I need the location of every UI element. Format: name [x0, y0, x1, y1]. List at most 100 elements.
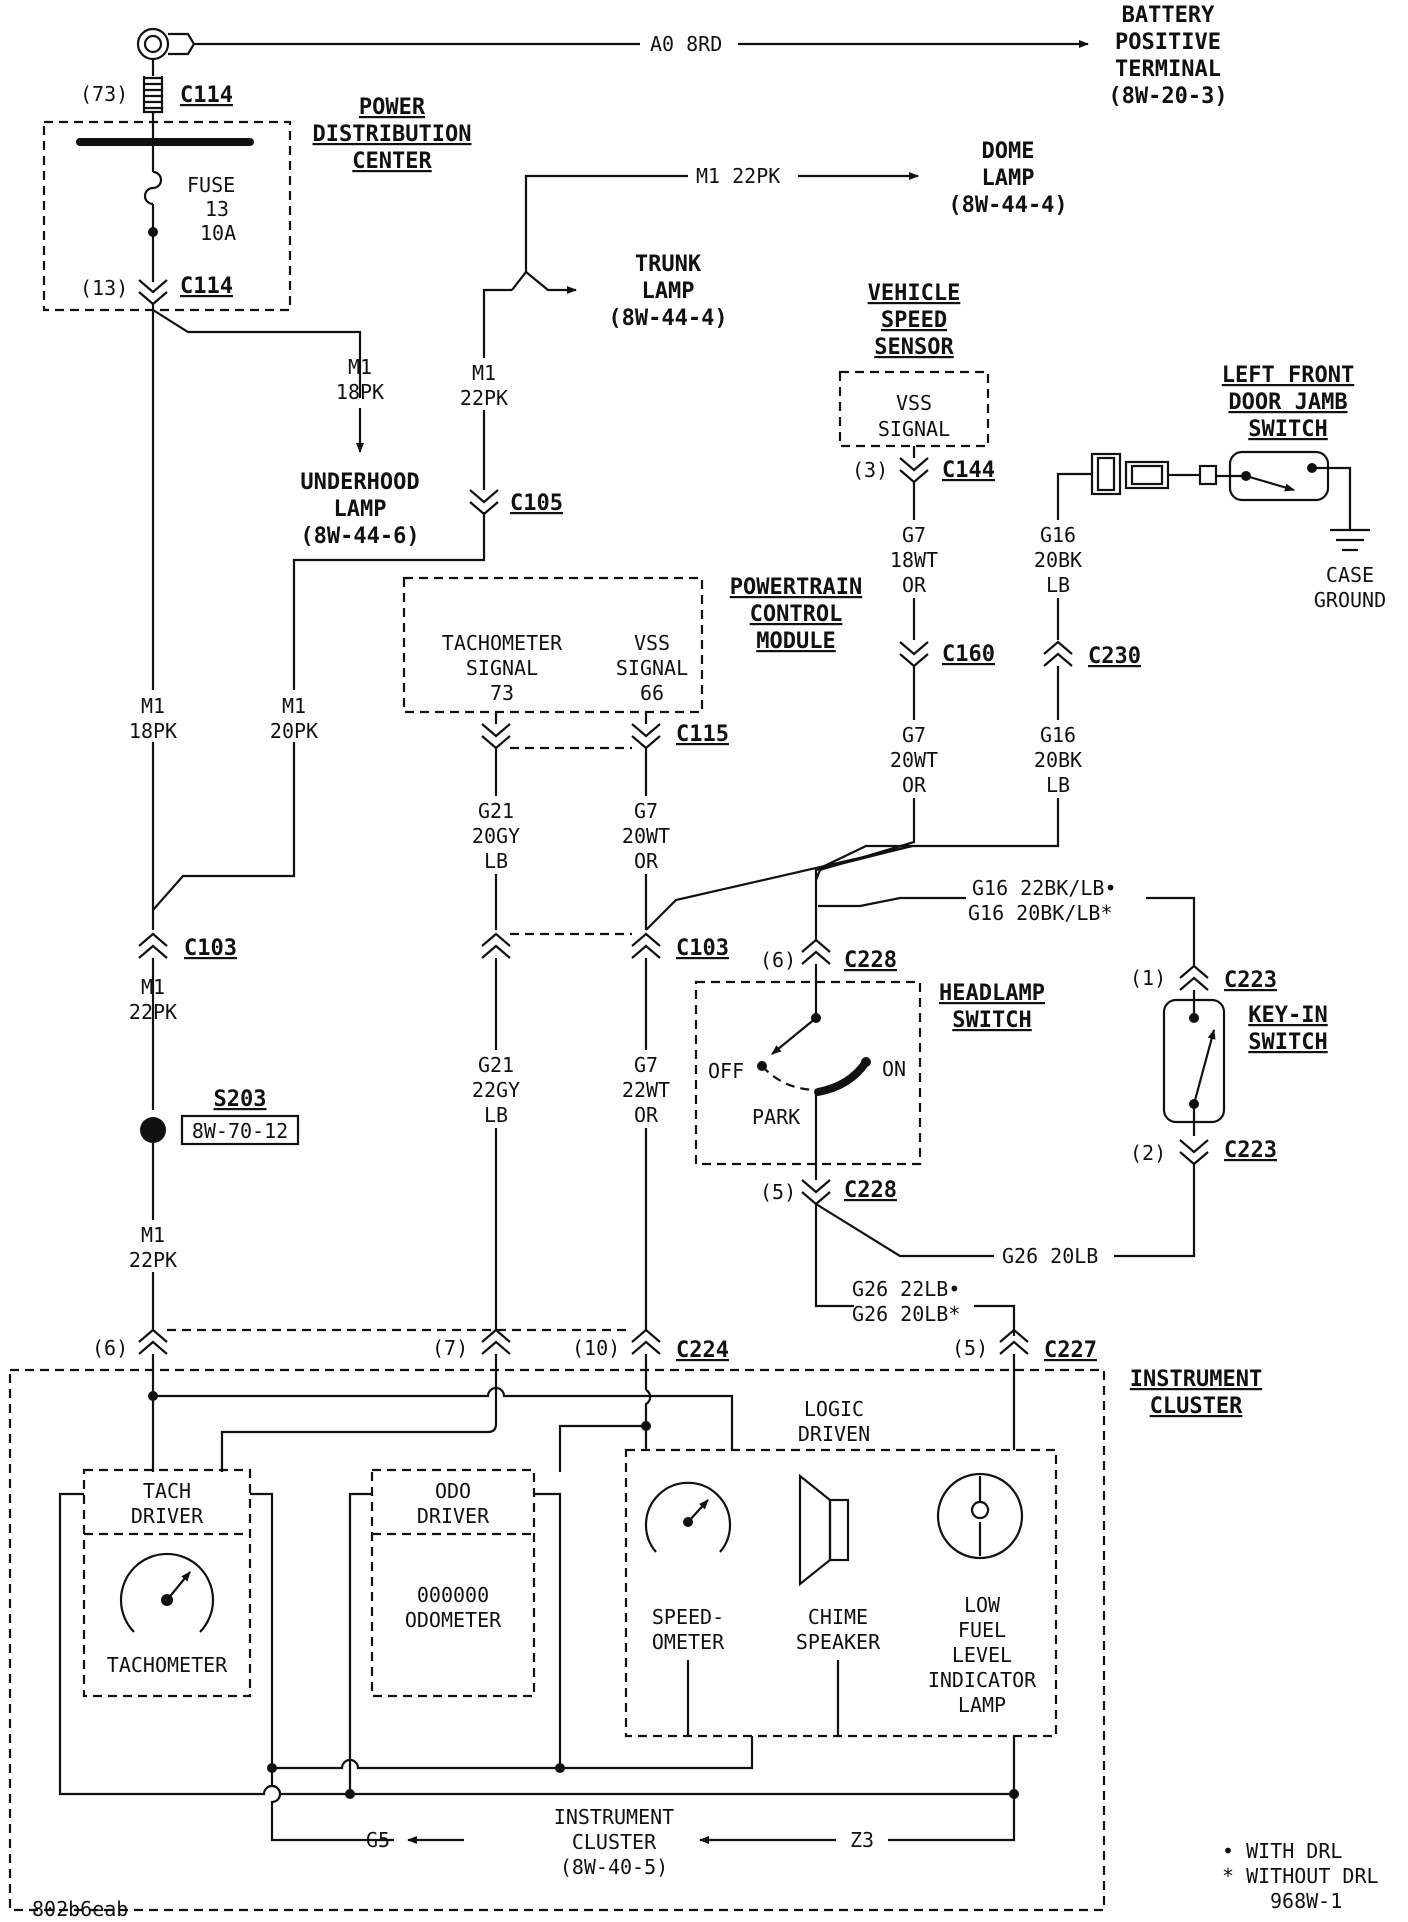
c105-label: C105	[510, 491, 563, 516]
svg-text:G7: G7	[902, 723, 926, 747]
svg-text:UNDERHOOD: UNDERHOOD	[300, 470, 419, 495]
case-ground-wire	[1312, 466, 1352, 530]
c228-bottom-connector-icon	[801, 1179, 831, 1206]
svg-text:20WT: 20WT	[890, 748, 938, 772]
svg-text:DRIVEN: DRIVEN	[798, 1422, 870, 1446]
g16-label-lower: G16 20BK LB	[1024, 720, 1092, 798]
svg-text:13: 13	[205, 197, 229, 221]
c224-pin10-connector-icon	[631, 1328, 661, 1355]
svg-text:LAMP: LAMP	[334, 497, 387, 522]
g26-20lb-wire-right	[1114, 1164, 1196, 1258]
svg-text:SIGNAL: SIGNAL	[616, 656, 688, 680]
svg-text:INSTRUMENT: INSTRUMENT	[1130, 1367, 1262, 1392]
c103-right-label: C103	[676, 936, 729, 961]
svg-text:CASE: CASE	[1326, 563, 1374, 587]
pcm-vss-signal-label: VSS SIGNAL 66	[616, 631, 688, 705]
c223-top-label: C223	[1224, 968, 1277, 993]
svg-text:DOME: DOME	[982, 139, 1035, 164]
odometer-label: 000000 ODOMETER	[405, 1583, 502, 1632]
svg-text:(8W-44-4): (8W-44-4)	[608, 306, 727, 331]
svg-text:• WITH DRL: • WITH DRL	[1222, 1839, 1342, 1863]
speedometer-label: SPEED- OMETER	[652, 1605, 725, 1654]
tach-driver-label: TACH DRIVER	[131, 1479, 204, 1528]
svg-text:G16 22BK/LB•: G16 22BK/LB•	[972, 876, 1117, 900]
svg-text:M1: M1	[141, 975, 165, 999]
svg-text:LEVEL: LEVEL	[952, 1643, 1012, 1667]
svg-text:CONTROL: CONTROL	[750, 602, 843, 627]
svg-text:DOOR JAMB: DOOR JAMB	[1228, 390, 1347, 415]
svg-text:22WT: 22WT	[622, 1078, 670, 1102]
c103-g7-connector-icon	[631, 932, 661, 959]
svg-text:G16: G16	[1040, 723, 1076, 747]
svg-text:18WT: 18WT	[890, 548, 938, 572]
svg-text:G7: G7	[902, 523, 926, 547]
image-code: 802b6eab	[32, 1897, 128, 1921]
c223-bottom-label: C223	[1224, 1138, 1277, 1163]
svg-text:DISTRIBUTION: DISTRIBUTION	[313, 122, 472, 147]
c224-pin7-connector-icon	[481, 1328, 511, 1355]
c223-bottom-pin: (2)	[1130, 1141, 1166, 1165]
underhood-label: UNDERHOOD LAMP (8W-44-6)	[300, 470, 419, 549]
c224-pin7: (7)	[432, 1336, 468, 1360]
trunk-arrow	[511, 270, 577, 294]
drl-legend: • WITH DRL * WITHOUT DRL 968W-1	[1222, 1839, 1379, 1913]
svg-text:TACHOMETER: TACHOMETER	[442, 631, 563, 655]
pcm-title: POWERTRAIN CONTROL MODULE	[730, 575, 862, 654]
c228-top-connector-icon	[801, 938, 831, 965]
svg-text:(8W-44-6): (8W-44-6)	[300, 524, 419, 549]
g7-22wt-label: G7 22WT OR	[612, 1050, 680, 1128]
svg-text:* WITHOUT DRL: * WITHOUT DRL	[1222, 1864, 1379, 1888]
c144-label: C144	[942, 458, 995, 483]
g26-alt-label: G26 22LB• G26 20LB*	[852, 1277, 960, 1326]
svg-text:18PK: 18PK	[336, 380, 384, 404]
c224-pin6-connector-icon	[138, 1328, 168, 1355]
svg-text:FUSE: FUSE	[187, 173, 235, 197]
dome-wire-label: M1 22PK	[696, 164, 780, 188]
door-jamb-title: LEFT FRONT DOOR JAMB SWITCH	[1222, 363, 1354, 442]
svg-text:G16: G16	[1040, 523, 1076, 547]
vss-box-line2: SIGNAL	[878, 417, 950, 441]
svg-text:GROUND: GROUND	[1314, 588, 1386, 612]
svg-text:OR: OR	[902, 773, 927, 797]
svg-text:G26 20LB*: G26 20LB*	[852, 1302, 960, 1326]
svg-text:M1: M1	[282, 694, 306, 718]
svg-text:SPEED: SPEED	[881, 308, 947, 333]
g26-alt-wire	[814, 1204, 854, 1308]
svg-text:(8W-20-3): (8W-20-3)	[1108, 84, 1227, 109]
vss-sensor-box	[838, 370, 990, 448]
c224-label: C224	[676, 1338, 729, 1363]
m1-18pk-label: M1 18PK	[120, 690, 186, 743]
svg-text:POWER: POWER	[359, 95, 426, 120]
svg-text:M1: M1	[472, 361, 496, 385]
svg-text:M1: M1	[141, 1223, 165, 1247]
svg-text:G26 22LB•: G26 22LB•	[852, 1277, 960, 1301]
g5-label: G5	[366, 1828, 390, 1852]
m1-22pk-wire-up	[482, 288, 512, 490]
tachometer-label: TACHOMETER	[107, 1653, 228, 1677]
svg-text:CHIME: CHIME	[808, 1605, 868, 1629]
svg-text:G16 20BK/LB*: G16 20BK/LB*	[968, 901, 1113, 925]
c224-pin10: (10)	[572, 1336, 620, 1360]
trunk-label: TRUNK LAMP (8W-44-4)	[608, 252, 727, 331]
chime-speaker-icon	[798, 1473, 850, 1587]
svg-text:OR: OR	[634, 1103, 659, 1127]
headlamp-switch-icon	[757, 964, 871, 1180]
svg-text:20GY: 20GY	[472, 824, 520, 848]
g7-20wt-label-right: G7 20WT OR	[880, 720, 948, 798]
svg-text:SIGNAL: SIGNAL	[466, 656, 538, 680]
c228-top-pin: (6)	[760, 948, 796, 972]
svg-text:M1: M1	[348, 355, 372, 379]
headlamp-switch-box	[694, 980, 922, 1166]
c228-bottom-pin: (5)	[760, 1180, 796, 1204]
svg-text:CLUSTER: CLUSTER	[1150, 1394, 1243, 1419]
g16-label-upper: G16 20BK LB	[1024, 520, 1092, 598]
c144-connector-icon	[899, 457, 929, 484]
svg-text:CENTER: CENTER	[352, 149, 432, 174]
low-fuel-lamp-icon	[936, 1472, 1024, 1560]
ground-icon	[1330, 528, 1370, 552]
svg-text:SENSOR: SENSOR	[874, 335, 954, 360]
cluster-title: INSTRUMENT CLUSTER	[1130, 1367, 1262, 1419]
logic-driven-box	[624, 1448, 1058, 1738]
g16-alt-label: G16 22BK/LB• G16 20BK/LB*	[966, 872, 1146, 925]
c115-label: C115	[676, 722, 729, 747]
